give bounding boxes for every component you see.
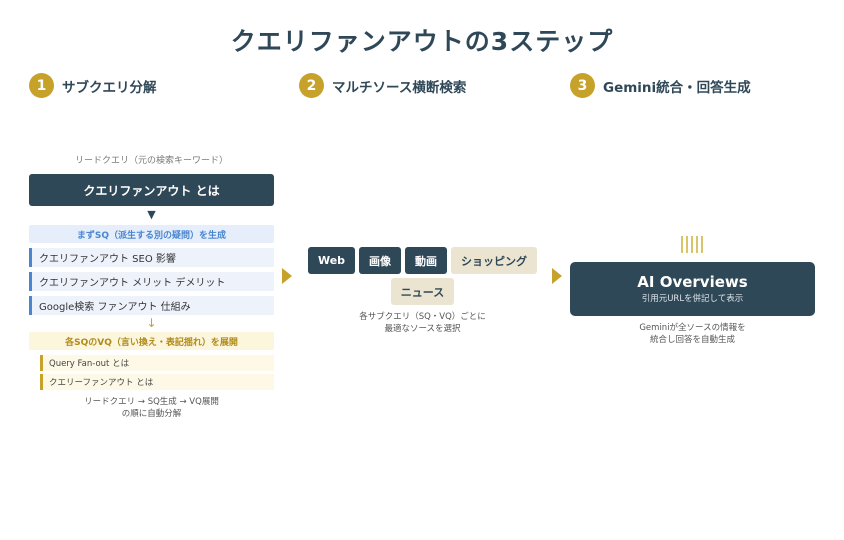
- step-2-caption: 各サブクエリ（SQ・VQ）ごとに 最適なソースを選択: [305, 311, 540, 335]
- down-triangle-icon: ▼: [147, 208, 156, 221]
- ai-overviews-subtitle: 引用元URLを併記して表示: [641, 294, 744, 304]
- step-3-header: 3 Gemini統合・回答生成: [570, 73, 751, 98]
- source-chip-shopping: ショッピング: [451, 247, 538, 274]
- convergence-lines-icon: [681, 236, 703, 253]
- source-chip-web: Web: [307, 247, 356, 274]
- step-1-caption-line: の順に自動分解: [121, 409, 182, 419]
- source-chips: Web 画像 動画 ショッピング ニュース: [305, 247, 540, 305]
- sq-heading: まずSQ（派生する別の疑問）を生成: [29, 225, 274, 243]
- lead-query-caption: リードクエリ（元の検索キーワード）: [74, 156, 228, 166]
- step-3-number-badge: 3: [570, 73, 595, 98]
- source-chip-news: ニュース: [390, 278, 455, 305]
- step-3-caption-line: Geminiが全ソースの情報を: [639, 323, 746, 333]
- step-1-number-badge: 1: [29, 73, 54, 98]
- step-2-number-badge: 2: [299, 73, 324, 98]
- sub-query-item: Google検索 ファンアウト 仕組み: [29, 296, 274, 315]
- step-3-caption-line: 統合し回答を自動生成: [649, 335, 735, 345]
- sub-query-item: クエリファンアウト SEO 影響: [29, 248, 274, 267]
- lead-query-box: クエリファンアウト とは: [29, 174, 274, 206]
- subquery-decomposition-panel: リードクエリ（元の検索キーワード） クエリファンアウト とは ▼ まずSQ（派生…: [29, 155, 274, 420]
- step-1-caption-line: リードクエリ → SQ生成 → VQ展開: [84, 397, 219, 407]
- variant-query-item: Query Fan-out とは: [40, 355, 274, 371]
- variant-query-list: Query Fan-out とは クエリーファンアウト とは: [40, 355, 274, 390]
- ai-overviews-title: AI Overviews: [637, 273, 748, 291]
- ai-overviews-box: AI Overviews 引用元URLを併記して表示: [570, 262, 815, 316]
- page-title: クエリファンアウトの3ステップ: [230, 27, 614, 56]
- vq-heading: 各SQのVQ（言い換え・表記揺れ）を展開: [29, 332, 274, 350]
- step-3-caption: Geminiが全ソースの情報を 統合し回答を自動生成: [570, 322, 815, 346]
- step-1-header: 1 サブクエリ分解: [29, 73, 157, 98]
- step-2-header: 2 マルチソース横断検索: [299, 73, 466, 98]
- variant-query-item: クエリーファンアウト とは: [40, 374, 274, 390]
- sub-query-item: クエリファンアウト メリット デメリット: [29, 272, 274, 291]
- step-3-label: Gemini統合・回答生成: [603, 79, 751, 96]
- multi-source-panel: Web 画像 動画 ショッピング ニュース 各サブクエリ（SQ・VQ）ごとに 最…: [305, 247, 540, 335]
- step-2-caption-line: 最適なソースを選択: [384, 324, 461, 334]
- step-1-label: サブクエリ分解: [62, 79, 157, 96]
- step-1-caption: リードクエリ → SQ生成 → VQ展開 の順に自動分解: [29, 396, 274, 420]
- source-chip-videos: 動画: [405, 247, 448, 274]
- source-chip-images: 画像: [359, 247, 402, 274]
- step-2-label: マルチソース横断検索: [332, 79, 467, 96]
- down-arrow-icon: ↓: [146, 316, 157, 330]
- step-2-caption-line: 各サブクエリ（SQ・VQ）ごとに: [359, 312, 486, 322]
- flow-arrow-icon: [552, 268, 562, 284]
- flow-arrow-icon: [282, 268, 292, 284]
